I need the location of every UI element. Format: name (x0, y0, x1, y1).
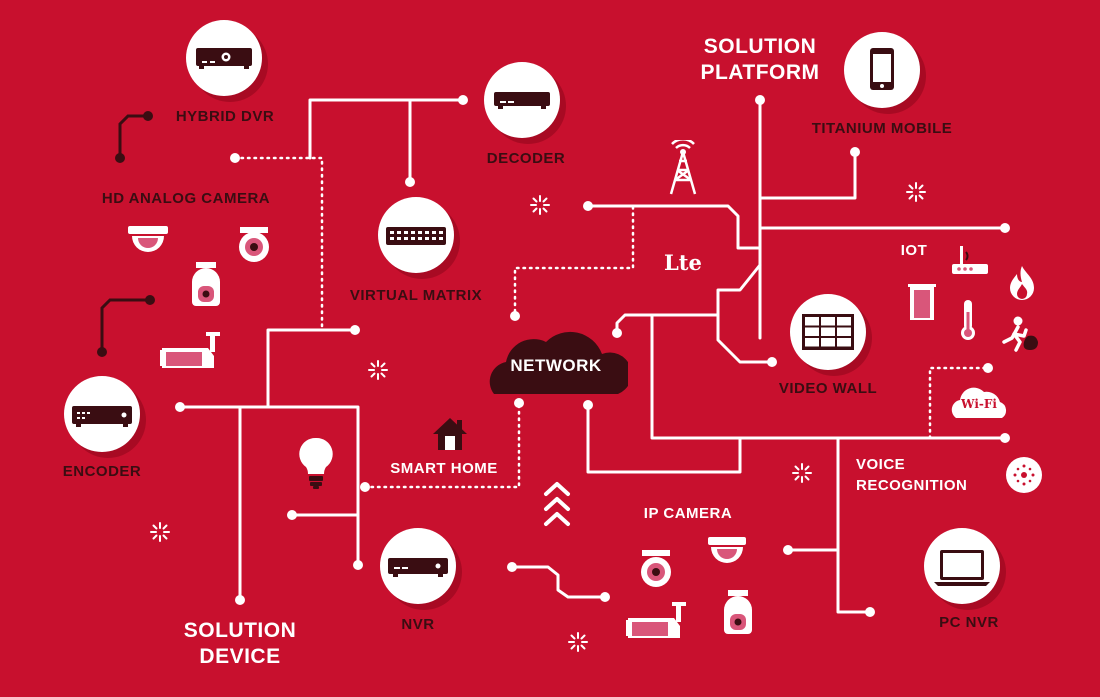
dome-camera-icon (706, 535, 748, 574)
solution-device-title: SOLUTION DEVICE (160, 618, 320, 670)
decoder-label: DECODER (486, 150, 566, 167)
chevron-up-icon (541, 480, 573, 535)
ptz-camera-icon (234, 225, 274, 270)
ptz-camera-icon (720, 590, 756, 643)
intruder-icon (996, 316, 1042, 357)
door-icon (908, 284, 936, 327)
voice-sensor-icon (1002, 455, 1046, 500)
sparkle-icon (150, 522, 170, 542)
nvr-label: NVR (401, 616, 435, 633)
hd-analog-camera-label: HD ANALOG CAMERA (101, 190, 271, 207)
smart-home-icon (431, 416, 469, 457)
solution-platform-title: SOLUTION PLATFORM (680, 34, 840, 86)
sparkle-icon (368, 360, 388, 380)
bullet-camera-icon (158, 330, 226, 379)
network-cloud-icon[interactable]: NETWORK (484, 312, 632, 394)
smart-home-label: SMART HOME (390, 460, 498, 477)
pc-nvr-label: PC NVR (939, 614, 999, 631)
sparkle-icon (792, 463, 812, 483)
hybrid-dvr-label: HYBRID DVR (175, 108, 275, 125)
encoder-label: ENCODER (62, 463, 142, 480)
titanium-mobile-icon[interactable] (844, 32, 920, 108)
bullet-camera-icon (624, 600, 692, 649)
sparkle-icon (568, 632, 588, 652)
fire-icon (1008, 264, 1036, 307)
light-bulb-icon (298, 436, 334, 497)
solution-device-line1: SOLUTION (183, 619, 297, 642)
solution-platform-line1: SOLUTION (703, 35, 817, 58)
voice-recognition-line2: RECOGNITION (856, 477, 968, 494)
solution-device-line2: DEVICE (199, 645, 281, 668)
lte-tower-icon (666, 137, 700, 201)
voice-recognition-line1: VOICE (856, 456, 906, 473)
sparkle-icon (906, 182, 926, 202)
encoder-icon[interactable] (64, 376, 140, 452)
network-label: NETWORK (510, 356, 602, 375)
video-wall-icon[interactable] (790, 294, 866, 370)
router-icon (950, 244, 990, 283)
ptz-camera-icon (188, 262, 224, 315)
wifi-cloud-icon: Wi-Fi (950, 386, 1008, 425)
hybrid-dvr-icon[interactable] (186, 20, 262, 96)
dome-camera-icon (126, 224, 170, 263)
virtual-matrix-icon[interactable] (378, 197, 454, 273)
titanium-mobile-label: TITANIUM MOBILE (811, 120, 953, 137)
ptz-camera-icon (636, 548, 676, 595)
sparkle-icon (530, 195, 550, 215)
voice-recognition-title: VOICE RECOGNITION (856, 454, 996, 496)
ip-camera-label: IP CAMERA (643, 505, 733, 522)
solution-platform-line2: PLATFORM (700, 61, 820, 84)
thermometer-icon (958, 298, 978, 347)
virtual-matrix-label: VIRTUAL MATRIX (349, 287, 483, 304)
video-wall-label: VIDEO WALL (778, 380, 878, 397)
pc-nvr-icon[interactable] (924, 528, 1000, 604)
wifi-label: Wi-Fi (961, 397, 997, 411)
lte-label: Lte (664, 250, 702, 275)
iot-label: IOT (900, 242, 928, 259)
nvr-icon[interactable] (380, 528, 456, 604)
decoder-icon[interactable] (484, 62, 560, 138)
